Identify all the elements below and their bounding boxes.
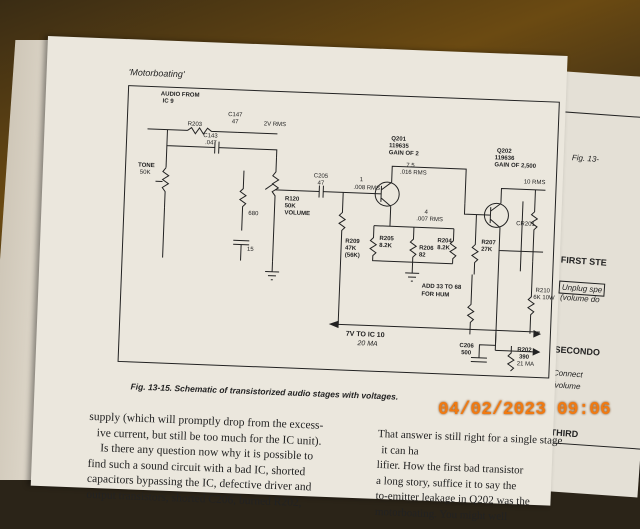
right-connect-1: Connect xyxy=(552,368,583,380)
label-volume: VOLUME xyxy=(284,210,311,218)
label-r120-val: 50K xyxy=(284,203,296,210)
label-q201-gain: GAIN OF 2 xyxy=(388,150,419,158)
label-node1-rms: .008 RMS xyxy=(353,184,381,192)
label-15: 15 xyxy=(246,246,254,254)
label-r205-val: 8.2K xyxy=(379,242,392,250)
figure-caption: Fig. 13-15. Schematic of transistorized … xyxy=(130,381,399,402)
label-node1: 1 xyxy=(359,177,364,184)
label-q202-rms: 10 RMS xyxy=(523,179,546,187)
page-header: 'Motorboating' xyxy=(128,67,185,80)
label-c147-val: 47 xyxy=(231,119,239,126)
text-column-left: supply (which will promptly drop from th… xyxy=(86,410,359,513)
label-r210: R210 xyxy=(535,287,551,295)
book-page: 'Motorboating' xyxy=(30,36,568,522)
label-c143-val: .047 xyxy=(204,140,217,147)
label-q202-part: 119636 xyxy=(494,155,515,162)
label-cr201: CR201 xyxy=(516,221,535,228)
label-r207-val: 27K xyxy=(480,246,493,254)
label-c205-val: 47 xyxy=(317,180,325,187)
label-c206: C206 xyxy=(459,343,474,350)
label-q201: Q201 xyxy=(391,136,407,143)
label-r204-val: 8.2K xyxy=(437,245,450,252)
label-q201-v: 7.5 xyxy=(406,162,415,170)
label-r202-ma: 21 MA xyxy=(516,361,535,368)
label-node4: 4 xyxy=(424,209,428,216)
label-r202-val: 390 xyxy=(518,354,530,361)
label-r204: R204 xyxy=(437,238,452,245)
label-r205: R205 xyxy=(379,235,394,243)
label-r207: R207 xyxy=(481,239,496,247)
label-r209-val: 47K xyxy=(344,245,357,252)
label-680: 680 xyxy=(248,210,259,218)
label-tone-val: 50K xyxy=(139,169,151,177)
label-tone: TONE xyxy=(137,162,155,170)
right-first-step: FIRST STE xyxy=(560,254,608,268)
label-2v-rms: 2V RMS xyxy=(263,121,287,129)
label-c205: C205 xyxy=(313,173,329,180)
label-r206-val: 82 xyxy=(418,252,426,259)
label-r209-alt: (56K) xyxy=(344,252,360,260)
label-r206: R206 xyxy=(419,245,434,252)
right-unplug-2: (volume do xyxy=(559,292,600,305)
label-r202: R202 xyxy=(517,347,532,354)
right-second: SECONDO xyxy=(554,344,601,358)
schematic-figure: AUDIO FROM IC 9 R203 C147 47 2V RMS C143… xyxy=(117,85,560,379)
label-q202: Q202 xyxy=(496,148,512,155)
label-for-hum: FOR HUM xyxy=(421,291,450,299)
label-ic9: IC 9 xyxy=(162,98,174,105)
label-r210-val: 6K 10W xyxy=(533,294,555,302)
schematic-drawing xyxy=(147,126,546,372)
right-connect-2: (volume xyxy=(551,380,581,392)
label-c143: C143 xyxy=(203,133,218,140)
text-column-right: That answer is still right for a single … xyxy=(375,427,608,529)
right-fig-label: Fig. 13- xyxy=(571,153,600,164)
label-c206-val: 500 xyxy=(461,350,472,357)
label-q201-rms: .016 RMS xyxy=(399,169,427,177)
label-r120: R120 xyxy=(284,196,300,203)
label-node4-rms: .007 RMS xyxy=(416,216,444,224)
label-20ma: 20 MA xyxy=(357,340,378,348)
label-r203: R203 xyxy=(187,121,203,128)
label-7v-to-ic10: 7V TO IC 10 xyxy=(345,330,385,340)
label-c147: C147 xyxy=(227,111,243,119)
label-q201-part: 119635 xyxy=(388,143,409,150)
photo-timestamp: 04/02/2023 09:06 xyxy=(438,400,611,420)
label-r209: R209 xyxy=(345,238,360,246)
